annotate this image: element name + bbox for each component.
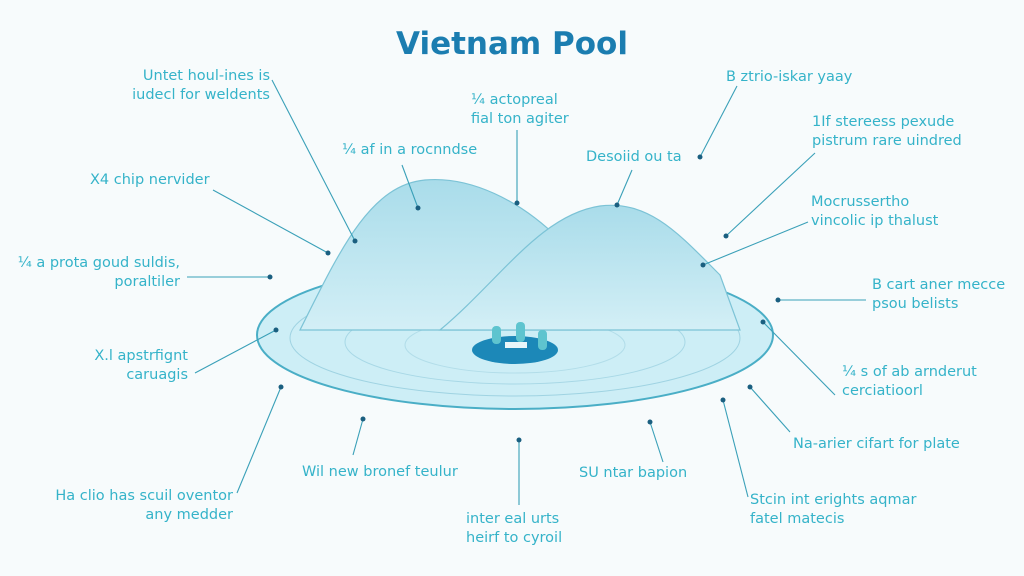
leader-line — [649, 421, 664, 463]
callout-label: Wil new bronef teulur — [302, 463, 458, 482]
leader-dot — [723, 233, 729, 239]
leader-dot — [352, 238, 358, 244]
callout-label: ¼ a prota goud suldis, poraltiler — [18, 254, 180, 292]
callout-label: Untet houl-ines is iudecl for weldents — [132, 67, 270, 105]
leader-dot — [775, 297, 781, 303]
callout-label-line: inter eal urts — [466, 511, 560, 527]
leader-line — [194, 329, 277, 374]
callout-label-line: psou belists — [872, 296, 959, 312]
leader-dot — [614, 202, 620, 208]
callout-label-line: poraltiler — [114, 274, 180, 290]
callout-label-line: ¼ af in a rocnndse — [342, 142, 478, 158]
callout-label: ¼ af in a rocnndse — [342, 141, 477, 160]
leader-line — [616, 169, 633, 206]
callout-label-line: ¼ a prota goud suldis, — [17, 255, 180, 271]
leader-line — [352, 418, 364, 456]
leader-line — [236, 386, 282, 494]
leader-dot — [697, 154, 703, 160]
callout-label-line: iudecl for weldents — [132, 87, 270, 103]
leader-line — [762, 321, 836, 396]
leader-line — [722, 399, 749, 498]
leader-dot — [360, 416, 366, 422]
leader-dot — [325, 250, 331, 256]
callout-label-line: cerciatioorl — [842, 383, 923, 399]
callout-label: inter eal urts heirf to cyroil — [466, 510, 562, 548]
callout-label-line: Mocrussertho — [811, 194, 910, 210]
leader-line — [699, 85, 738, 158]
callout-label: Ha clio has scuil oventor any medder — [55, 487, 233, 525]
callout-label-line: Stcin int erights aqmar — [750, 492, 917, 508]
callout-label: Mocrussertho vincolic ip thalust — [811, 193, 938, 231]
callout-label: SU ntar bapion — [579, 464, 687, 483]
callout-label: Desoiid ou ta — [586, 148, 682, 167]
leader-dot — [747, 384, 753, 390]
callout-label-line: fatel matecis — [750, 511, 845, 527]
callout-label: B ztrio-iskar yaay — [726, 68, 852, 87]
leader-dot — [415, 205, 421, 211]
callout-label: Na-arier cifart for plate — [793, 435, 960, 454]
leader-dot — [273, 327, 279, 333]
callout-label-line: Na-arier cifart for plate — [793, 436, 960, 452]
callout-label-line: X4 chip nervider — [90, 172, 210, 188]
leader-dot — [647, 419, 653, 425]
callout-label: 1If stereess pexude pistrum rare uindred — [812, 113, 962, 151]
callout-label: B cart aner mecce psou belists — [872, 276, 1005, 314]
leader-line — [212, 189, 329, 254]
leader-dot — [278, 384, 284, 390]
leader-line — [271, 79, 356, 242]
callout-label-line: heirf to cyroil — [466, 530, 563, 546]
leader-dot — [514, 200, 520, 206]
callout-label-line: fial ton agiter — [471, 111, 569, 127]
callout-label-line: caruagis — [126, 367, 188, 383]
callout-label-line: Untet houl-ines is — [142, 68, 270, 84]
leader-line — [725, 152, 816, 237]
diagram-title: Vietnam Pool — [396, 26, 628, 62]
callout-label-line: X.l apstrfignt — [94, 348, 188, 364]
callout-label-line: B ztrio-iskar yaay — [726, 69, 853, 85]
swimmers — [492, 322, 547, 350]
leader-line — [702, 221, 809, 266]
callout-label-line: Wil new bronef teulur — [302, 464, 458, 480]
callout-label: X.l apstrfignt caruagis — [94, 347, 188, 385]
right-hill — [438, 204, 741, 331]
callout-label-line: vincolic ip thalust — [811, 213, 939, 229]
callout-label: Stcin int erights aqmar fatel matecis — [750, 491, 916, 529]
callout-label-line: Desoiid ou ta — [586, 149, 682, 165]
leader-dot — [267, 274, 273, 280]
leader-dot — [516, 437, 522, 443]
callout-label: ¼ s of ab arnderut cerciatioorl — [842, 363, 977, 401]
leader-dot — [720, 397, 726, 403]
callout-label-line: ¼ actopreal — [471, 92, 558, 108]
callout-label: X4 chip nervider — [90, 171, 210, 190]
callout-label-line: pistrum rare uindred — [812, 133, 962, 149]
leader-line — [749, 386, 791, 433]
callout-label-line: 1If stereess pexude — [812, 114, 955, 130]
callout-label-line: any medder — [145, 507, 233, 523]
callout-label-line: SU ntar bapion — [579, 465, 688, 481]
leader-dot — [760, 319, 766, 325]
callout-label-line: ¼ s of ab arnderut — [842, 364, 977, 380]
leader-line — [401, 164, 419, 209]
leader-dot — [700, 262, 706, 268]
callout-label-line: Ha clio has scuil oventor — [55, 488, 233, 504]
callout-label: ¼ actopreal fial ton agiter — [471, 91, 569, 129]
callout-label-line: B cart aner mecce — [872, 277, 1006, 293]
